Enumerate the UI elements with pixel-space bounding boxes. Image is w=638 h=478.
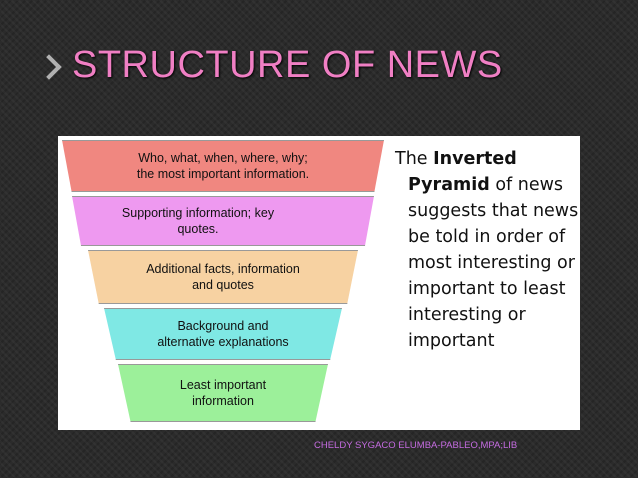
layer-1-label: Who, what, when, where, why; the most im… bbox=[133, 150, 313, 182]
layer-5-label: Least important information bbox=[133, 377, 313, 409]
layer-2-line1: Supporting information; key quotes. bbox=[121, 206, 275, 236]
bullet-chevron-icon bbox=[36, 54, 62, 80]
layer-2-label: Supporting information; key quotes. bbox=[108, 205, 338, 237]
inverted-pyramid: Who, what, when, where, why; the most im… bbox=[58, 136, 388, 430]
layer-1-line1: Who, what, when, where, why; bbox=[138, 151, 308, 165]
layer-3-line1: Additional facts, information bbox=[146, 262, 300, 276]
layer-4-label: Background and alternative explanations bbox=[133, 318, 313, 350]
pyramid-layer-1: Who, what, when, where, why; the most im… bbox=[62, 140, 384, 192]
pyramid-layer-5: Least important information bbox=[118, 364, 328, 422]
description-emphasis: Inverted Pyramid bbox=[408, 149, 517, 195]
layer-3-line2: and quotes bbox=[192, 278, 254, 292]
author-credit: CHELDY SYGACO ELUMBA-PABLEO,MPA;LIB bbox=[314, 440, 518, 451]
layer-3-label: Additional facts, information and quotes bbox=[133, 261, 313, 293]
pyramid-layer-2: Supporting information; key quotes. bbox=[72, 196, 374, 246]
pyramid-layer-4: Background and alternative explanations bbox=[104, 308, 342, 360]
layer-5-line2: information bbox=[192, 394, 254, 408]
description-part2: of news suggests that news be told in or… bbox=[408, 175, 579, 351]
layer-4-line1: Background and bbox=[177, 319, 269, 333]
description-part1: The bbox=[395, 149, 434, 169]
slide-title: STRUCTURE OF NEWS bbox=[72, 44, 503, 86]
diagram-panel: Who, what, when, where, why; the most im… bbox=[58, 136, 580, 430]
inverted-pyramid-description: The Inverted Pyramid of news suggests th… bbox=[395, 146, 593, 354]
layer-1-line2: the most important information. bbox=[136, 167, 310, 181]
layer-5-line1: Least important bbox=[179, 378, 267, 392]
layer-4-line2: alternative explanations bbox=[157, 335, 289, 349]
pyramid-layer-3: Additional facts, information and quotes bbox=[88, 250, 358, 304]
